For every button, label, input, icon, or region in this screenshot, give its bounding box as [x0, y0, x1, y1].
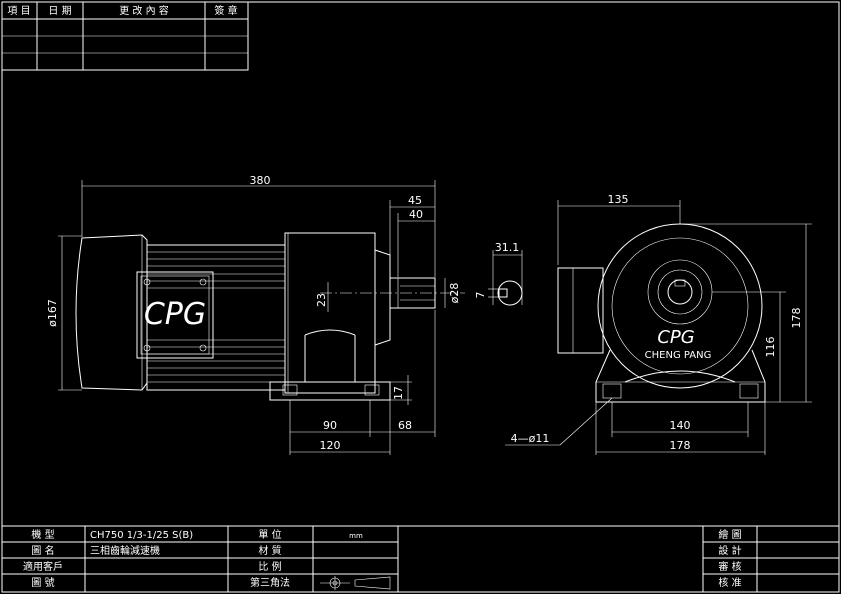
scale-label: 比 例 — [258, 560, 281, 573]
revision-table: 項 目 日 期 更 改 內 容 簽 章 — [1, 1, 249, 71]
dim-overall-length: 380 — [250, 174, 271, 187]
dim-shaft-dia: ø28 — [448, 283, 461, 304]
dim-base-90: 90 — [323, 419, 337, 432]
approve-label: 核 准 — [718, 576, 741, 589]
rev-header-date: 日 期 — [48, 5, 71, 17]
front-company-name: CHENG PANG — [645, 350, 712, 361]
third-angle-projection-symbol — [320, 576, 391, 590]
review-label: 審 核 — [718, 560, 741, 573]
dim-motor-dia: ø167 — [46, 299, 59, 327]
unit-label: 單 位 — [258, 528, 281, 541]
rev-header-sign: 簽 章 — [214, 4, 237, 17]
front-housing-outer — [597, 223, 763, 389]
front-view: CPG CHENG PANG — [557, 223, 766, 403]
dim-shaft-45: 45 — [408, 194, 422, 207]
design-label: 設 計 — [718, 544, 741, 557]
rev-header-content: 更 改 內 容 — [119, 4, 169, 17]
front-terminal-box — [557, 267, 604, 354]
dim-foot-height: 17 — [392, 386, 405, 400]
cooling-fins — [147, 251, 285, 383]
side-base — [269, 381, 391, 401]
front-shaft — [667, 279, 693, 305]
key-section: 31.1 7 — [474, 241, 523, 306]
dim-center-height: 116 — [764, 337, 777, 358]
unit-value: mm — [349, 532, 363, 540]
dim-front-140: 140 — [670, 419, 691, 432]
drawing-no-label: 圖 號 — [31, 576, 54, 589]
dim-base-68: 68 — [398, 419, 412, 432]
dim-shaft-center: 23 — [315, 293, 328, 307]
dim-front-height: 178 — [790, 308, 803, 329]
drawn-label: 繪 圖 — [718, 528, 741, 541]
dim-base-120: 120 — [320, 439, 341, 452]
name-value: 三相齒輪減速機 — [90, 544, 160, 557]
dim-hole-spec: 4—ø11 — [511, 432, 550, 445]
front-brand-logo: CPG — [657, 327, 694, 348]
name-label: 圖 名 — [31, 544, 54, 557]
projection-label: 第三角法 — [250, 576, 290, 589]
title-block: 機 型 CH750 1/3-1/25 S(B) 圖 名 三相齒輪減速機 適用客戶… — [1, 525, 840, 593]
side-brand-logo: CPG — [144, 297, 206, 332]
gear-housing — [284, 232, 376, 394]
side-view: CPG — [75, 232, 465, 401]
dim-key-width: 7 — [474, 292, 487, 299]
dim-front-178: 178 — [670, 439, 691, 452]
customer-label: 適用客戶 — [23, 560, 63, 573]
rev-header-item: 項 目 — [7, 5, 30, 17]
front-dimensions: 135 178 116 140 178 4—ø11 — [505, 193, 812, 455]
side-dimensions: 380 45 40 ø167 23 ø28 17 90 68 120 — [46, 174, 461, 455]
dim-key-offset: 31.1 — [495, 241, 520, 254]
dim-shaft-40: 40 — [409, 208, 423, 221]
model-label: 機 型 — [31, 528, 54, 541]
material-label: 材 質 — [258, 544, 281, 557]
model-value: CH750 1/3-1/25 S(B) — [90, 530, 193, 541]
front-base-arch — [624, 370, 736, 383]
terminal-box — [136, 271, 214, 359]
dim-front-135: 135 — [608, 193, 629, 206]
fan-cover — [75, 234, 148, 391]
